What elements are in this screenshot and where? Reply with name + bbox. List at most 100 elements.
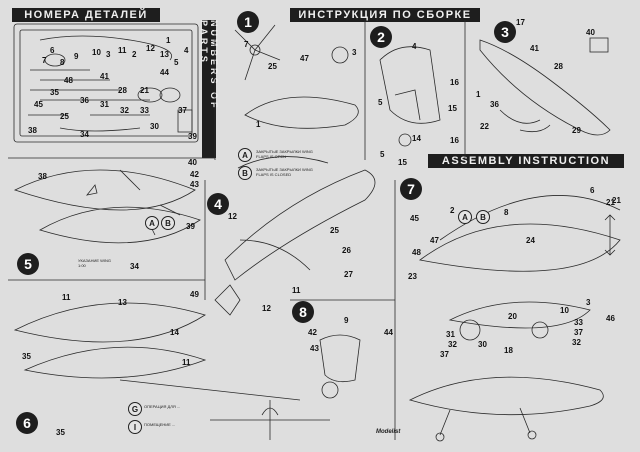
part-number-p_parts: 40 — [188, 158, 197, 167]
part-number-p_parts: 6 — [50, 46, 55, 55]
part-number-p_parts: 31 — [100, 100, 109, 109]
part-number-s2: 5 — [380, 150, 385, 159]
step1-caption-a: ЗАКРЫТЫЕ ЗАКРЫЛКИ WING FLAPS IS OPEN — [256, 149, 313, 159]
part-number-s8: 44 — [384, 328, 393, 337]
marker-b-step1: B — [238, 166, 252, 180]
part-number-s2: 14 — [412, 134, 421, 143]
part-number-p_parts: 30 — [150, 122, 159, 131]
part-number-s8: 42 — [308, 328, 317, 337]
part-number-s4: 11 — [292, 286, 301, 295]
part-number-p_parts: 35 — [50, 88, 59, 97]
part-number-p_parts: 33 — [140, 106, 149, 115]
part-number-s8: 9 — [344, 316, 349, 325]
part-number-s5: 34 — [130, 262, 139, 271]
part-number-s3: 17 — [516, 18, 525, 27]
step-8-badge: 8 — [292, 301, 314, 323]
part-number-s6: 13 — [118, 298, 127, 307]
part-number-s1: 1 — [256, 120, 261, 129]
header-parts-ru: НОМЕРА ДЕТАЛЕЙ — [12, 8, 160, 22]
part-number-s7: 3 — [586, 298, 591, 307]
part-number-s1: 3 — [352, 48, 357, 57]
part-number-p_parts: 36 — [80, 96, 89, 105]
marker-a-step7: A — [458, 210, 472, 224]
part-number-s7: 32 — [572, 338, 581, 347]
step-6-badge: 6 — [16, 412, 38, 434]
step-2-badge: 2 — [370, 26, 392, 48]
step-7-badge: 7 — [400, 178, 422, 200]
part-number-s1: 7 — [244, 40, 249, 49]
part-number-p_parts: 8 — [60, 58, 65, 67]
part-number-s7: 24 — [526, 236, 535, 245]
part-number-s5: 38 — [38, 172, 47, 181]
part-number-s2: 4 — [412, 42, 417, 51]
part-number-p_parts: 32 — [120, 106, 129, 115]
step6-caption-i: ПОМЕЩЕНИЕ ... — [144, 422, 176, 427]
part-number-s6: 35 — [22, 352, 31, 361]
part-number-p_parts: 42 — [190, 170, 199, 179]
part-number-s7: 20 — [508, 312, 517, 321]
part-number-p_parts: 7 — [42, 56, 47, 65]
part-number-s7: 45 — [410, 214, 419, 223]
part-number-s4: 25 — [330, 226, 339, 235]
part-number-s7: 2 — [450, 206, 455, 215]
part-number-s2: 16 — [450, 78, 459, 87]
part-number-s8: 43 — [310, 344, 319, 353]
step-1-badge: 1 — [237, 11, 259, 33]
step5-caption: УКАЗАНИЕ WING 1:00 — [78, 258, 112, 268]
part-number-s7: 21 — [606, 198, 615, 207]
part-number-s7: 37 — [440, 350, 449, 359]
part-number-s1: 47 — [300, 54, 309, 63]
part-number-p_parts: 41 — [100, 72, 109, 81]
marker-b-step7: B — [476, 210, 490, 224]
part-number-s3: 22 — [480, 122, 489, 131]
part-number-s1: 25 — [268, 62, 277, 71]
step6-caption-g: ОПЕРАЦИЯ ДЛЯ ... — [144, 404, 181, 409]
step-3-badge: 3 — [494, 21, 516, 43]
part-number-p_parts: 11 — [118, 46, 127, 55]
part-number-p_parts: 45 — [34, 100, 43, 109]
part-number-p_parts: 5 — [174, 58, 179, 67]
part-number-p_parts: 10 — [92, 48, 101, 57]
part-number-s7: 10 — [560, 306, 569, 315]
part-number-s7: 48 — [412, 248, 421, 257]
part-number-s3: 36 — [490, 100, 499, 109]
part-number-s7: 6 — [590, 186, 595, 195]
header-assembly-en: ASSEMBLY INSTRUCTION — [428, 154, 624, 168]
part-number-p_parts: 3 — [106, 50, 111, 59]
part-number-s2: 15 — [448, 104, 457, 113]
part-number-s6: 49 — [190, 290, 199, 299]
part-number-s4: 12 — [228, 212, 237, 221]
part-number-s7: 47 — [430, 236, 439, 245]
part-number-s4: 27 — [344, 270, 353, 279]
part-number-s5: 39 — [186, 222, 195, 231]
part-number-s2: 16 — [450, 136, 459, 145]
part-number-p_parts: 37 — [178, 106, 187, 115]
part-number-s3: 40 — [586, 28, 595, 37]
part-number-p_parts: 1 — [166, 36, 171, 45]
brand-logo: Modelist — [376, 429, 401, 435]
part-number-p_parts: 28 — [118, 86, 127, 95]
marker-g-step6: G — [128, 402, 142, 416]
part-number-s4: 26 — [342, 246, 351, 255]
part-number-s3: 29 — [572, 126, 581, 135]
header-instruction-ru: ИНСТРУКЦИЯ ПО СБОРКЕ — [290, 8, 480, 22]
part-number-p_parts: 2 — [132, 50, 137, 59]
part-number-s3: 41 — [530, 44, 539, 53]
header-parts-en: NUMBERS OF PARTS — [199, 20, 219, 158]
part-number-p_parts: 9 — [74, 52, 79, 61]
part-number-s6: 14 — [170, 328, 179, 337]
step1-caption-b: ЗАКРЫТЫЕ ЗАКРЫЛКИ WING FLAPS IS CLOSED — [256, 167, 313, 177]
part-number-s6: 11 — [62, 293, 71, 302]
part-number-p_parts: 13 — [160, 50, 169, 59]
part-number-s7: 32 — [448, 340, 457, 349]
part-number-s6: 11 — [182, 358, 191, 367]
part-number-s7: 33 — [574, 318, 583, 327]
marker-b-step5: B — [161, 216, 175, 230]
part-number-s7: 18 — [504, 346, 513, 355]
part-number-s7: 23 — [408, 272, 417, 281]
part-number-s7: 31 — [446, 330, 455, 339]
marker-a-step1: A — [238, 148, 252, 162]
part-number-s7: 21 — [612, 196, 621, 205]
